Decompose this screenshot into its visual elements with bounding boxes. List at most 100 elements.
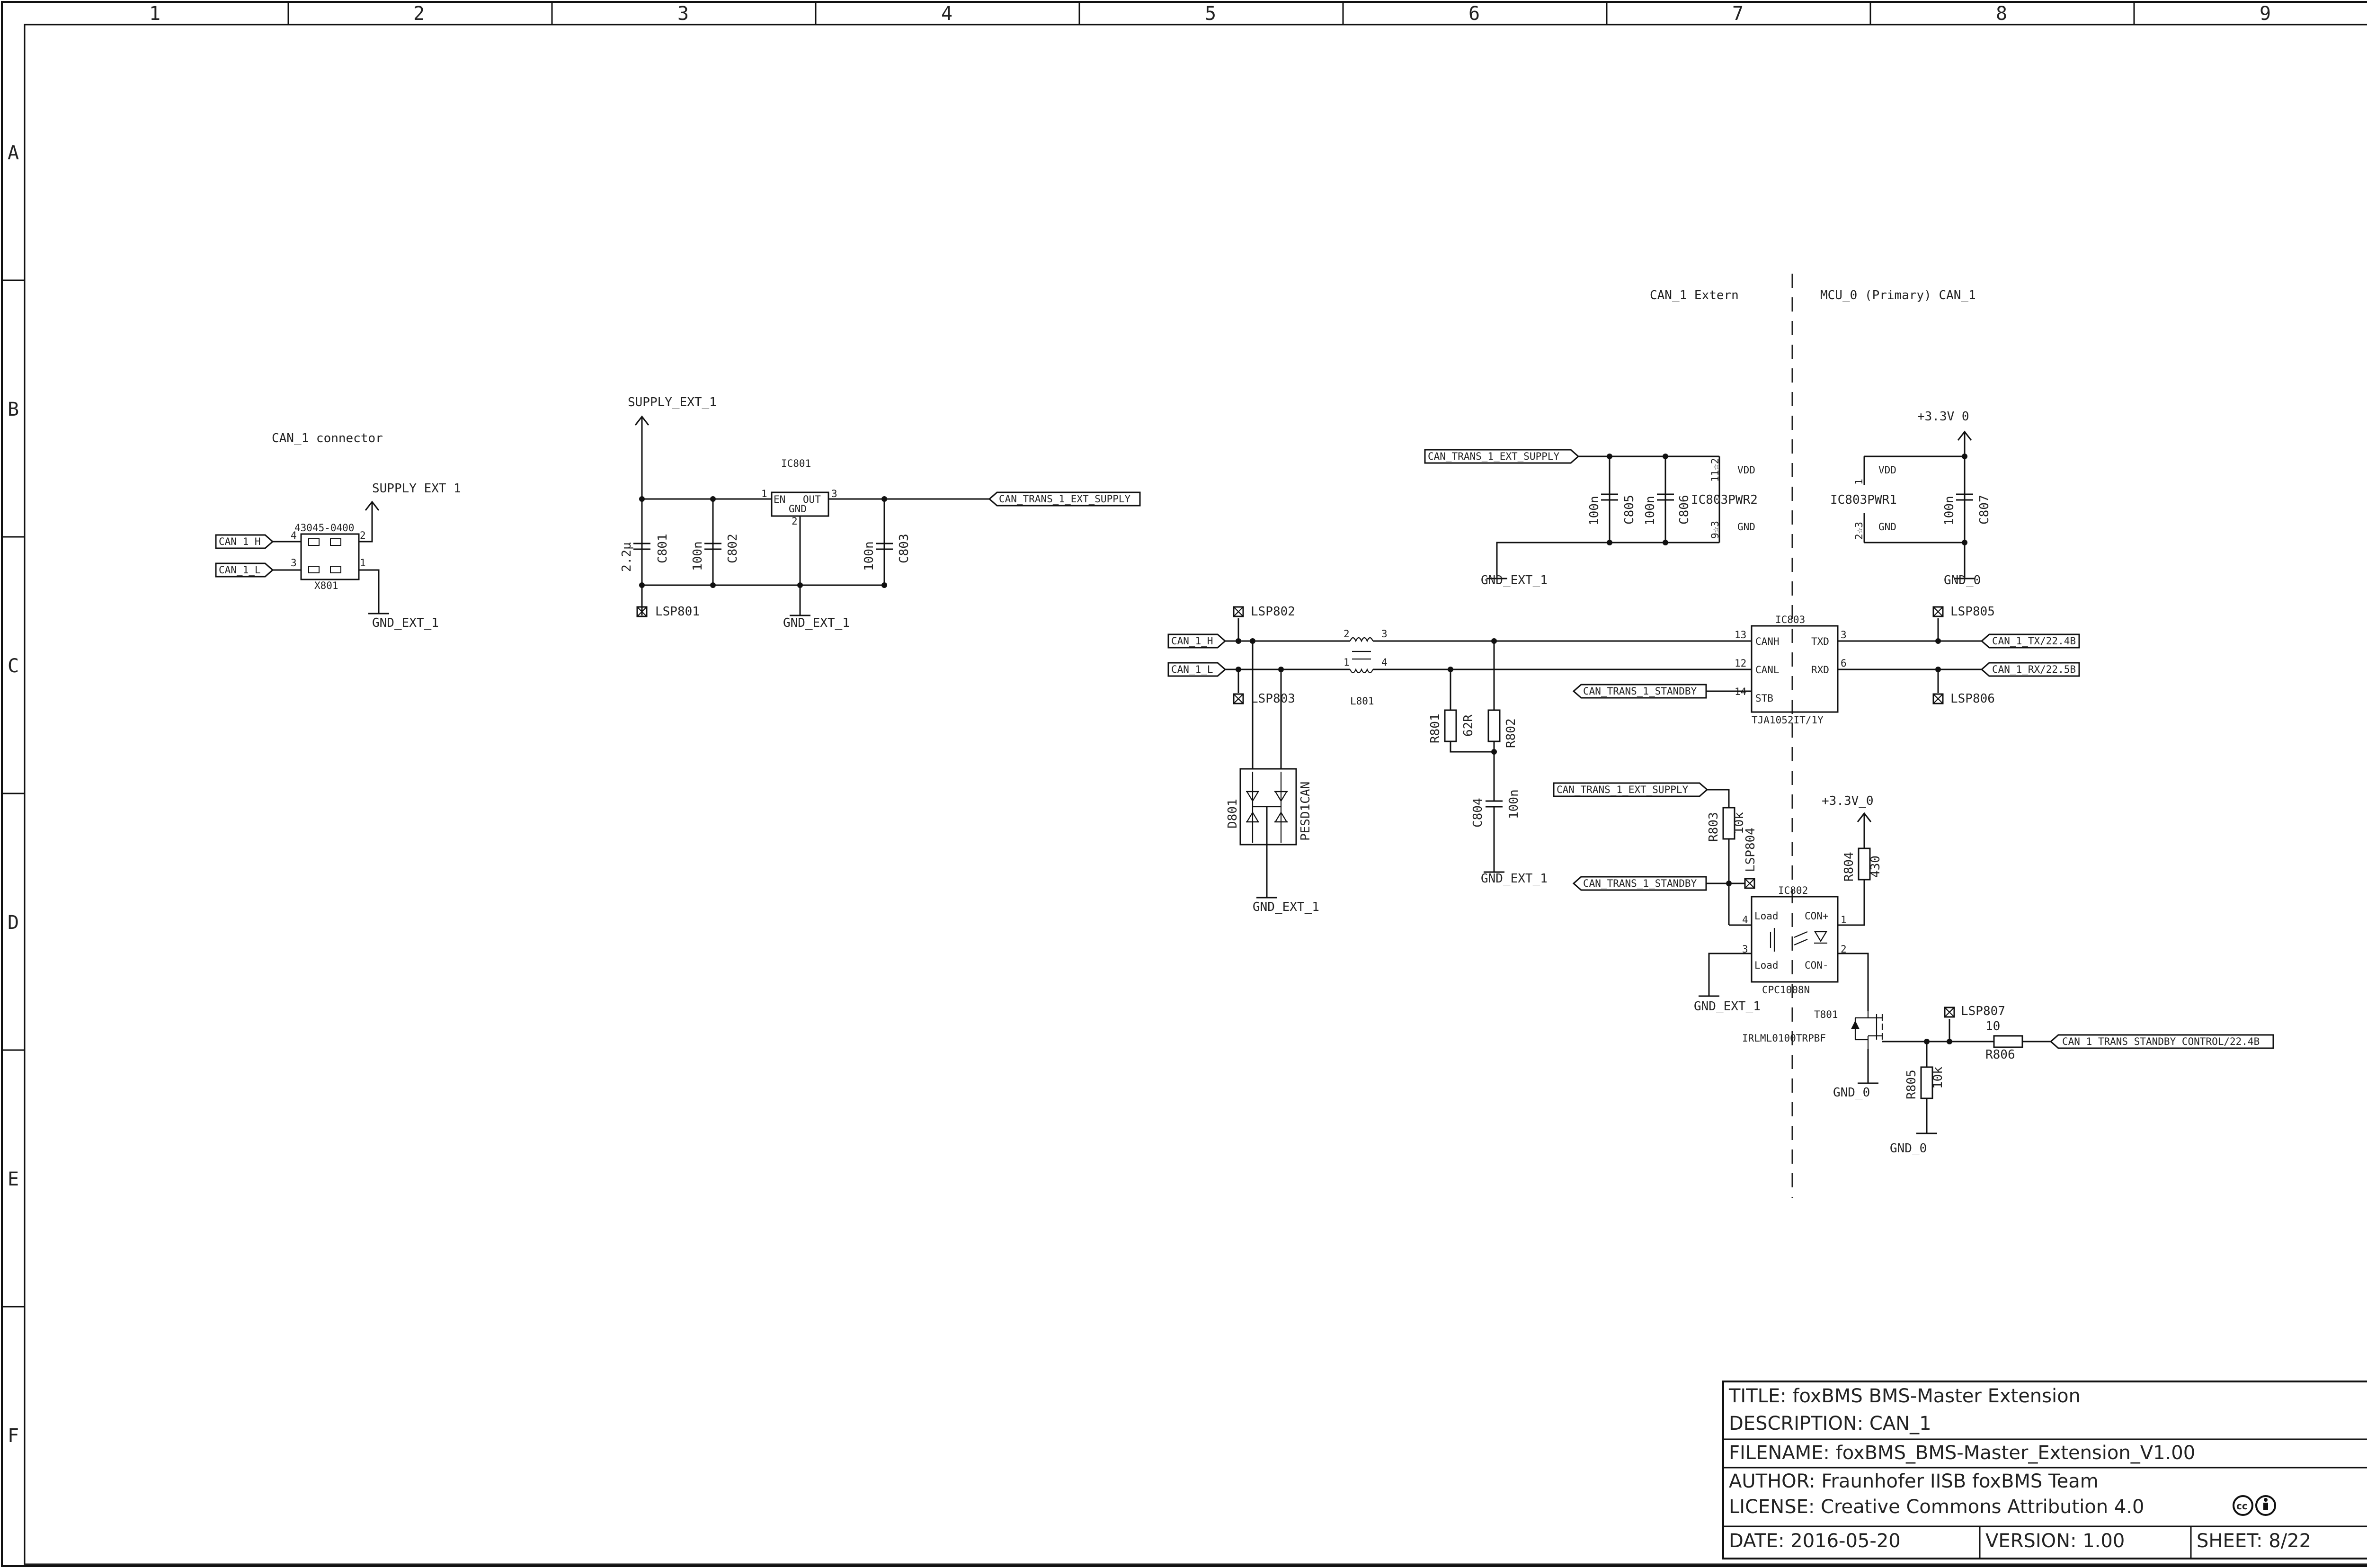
port-can-trans-ext-supply-standby: CAN_TRANS_1_EXT_SUPPLY bbox=[1557, 784, 1689, 795]
standby-rail-label: +3.3V_0 bbox=[1822, 794, 1874, 808]
c802-value: 100n bbox=[691, 541, 705, 571]
opto-load-1: Load bbox=[1754, 910, 1779, 922]
lsp804-label: LSP804 bbox=[1744, 828, 1758, 872]
connector-ref: X801 bbox=[314, 580, 338, 591]
opto-part: CPC1008N bbox=[1762, 984, 1810, 996]
choke-pin-2: 2 bbox=[1344, 628, 1350, 640]
c807-ref: C807 bbox=[1977, 495, 1992, 525]
c807-value: 100n bbox=[1942, 496, 1957, 526]
connector-pin-3: 3 bbox=[291, 557, 297, 569]
lsp807-label: LSP807 bbox=[1961, 1004, 2005, 1018]
regulator-pin-2: 2 bbox=[792, 516, 798, 527]
r805-value: 10k bbox=[1931, 1067, 1945, 1089]
choke-ref: L801 bbox=[1350, 695, 1374, 707]
version-text: VERSION: 1.00 bbox=[1985, 1530, 2125, 1552]
connector-gnd-label: GND_EXT_1 bbox=[372, 616, 439, 630]
domain-divider: CAN_1 Extern MCU_0 (Primary) CAN_1 bbox=[1650, 274, 1976, 1198]
lsp802-label: LSP802 bbox=[1251, 605, 1295, 619]
c806-ref: C806 bbox=[1677, 495, 1691, 525]
title-block: TITLE: foxBMS BMS-Master Extension DESCR… bbox=[1722, 1381, 2367, 1559]
port-can-1-h-bus: CAN_1_H bbox=[1171, 635, 1213, 647]
filename-text: FILENAME: foxBMS_BMS-Master_Extension_V1… bbox=[1729, 1442, 2195, 1464]
connector-pin-1: 1 bbox=[360, 557, 366, 569]
transceiver-pin-rxd: RXD bbox=[1811, 664, 1829, 676]
regulator-pin-en: EN bbox=[774, 494, 785, 505]
pwr1-vdd: VDD bbox=[1878, 464, 1896, 476]
pwr1-rail-label: +3.3V_0 bbox=[1917, 410, 1969, 424]
diode-gnd-label: GND_EXT_1 bbox=[1253, 900, 1319, 914]
opto-pin-3: 3 bbox=[1742, 944, 1748, 955]
pwr2-vdd: VDD bbox=[1737, 464, 1755, 476]
col-label-1: 1 bbox=[149, 3, 160, 25]
license-text: LICENSE: Creative Commons Attribution 4.… bbox=[1729, 1496, 2144, 1518]
transceiver-pin-6: 6 bbox=[1841, 658, 1847, 669]
transceiver-pwr2-block: CAN_TRANS_1_EXT_SUPPLY 100n C805 100n C8… bbox=[1424, 449, 1758, 588]
c804-gnd-label: GND_EXT_1 bbox=[1481, 872, 1548, 886]
c801-ref: C801 bbox=[656, 534, 670, 563]
row-label-d: D bbox=[8, 912, 19, 934]
c804-value: 100n bbox=[1507, 789, 1521, 819]
c805-ref: C805 bbox=[1622, 495, 1637, 525]
transceiver-pin-stb: STB bbox=[1755, 693, 1773, 704]
mcu-section-label: MCU_0 (Primary) CAN_1 bbox=[1820, 288, 1976, 303]
regulator-pin-1: 1 bbox=[761, 488, 767, 499]
extern-section-label: CAN_1 Extern bbox=[1650, 288, 1739, 303]
port-can-trans-standby-ic803: CAN_TRANS_1_STANDBY bbox=[1583, 686, 1697, 697]
r804-value: 430 bbox=[1869, 855, 1883, 878]
c805-value: 100n bbox=[1587, 496, 1602, 526]
r801-ref: R801 bbox=[1428, 713, 1442, 743]
pwr2-pin-gnd: 9☆3 bbox=[1709, 521, 1721, 539]
pwr1-gnd-pin: GND bbox=[1878, 521, 1896, 533]
pwr1-pin-gnd: 2☆3 bbox=[1853, 522, 1865, 540]
transceiver-pin-13: 13 bbox=[1735, 629, 1746, 641]
choke-pin-4: 4 bbox=[1381, 657, 1388, 668]
port-can-trans-standby-control: CAN_1_TRANS_STANDBY_CONTROL/22.4B bbox=[2062, 1036, 2260, 1047]
transceiver-pin-txd: TXD bbox=[1811, 636, 1829, 647]
lsp806-label: LSP806 bbox=[1950, 692, 1995, 706]
transceiver-pin-canl: CANL bbox=[1755, 664, 1780, 676]
row-label-b: B bbox=[8, 399, 19, 420]
port-can-1-l-bus: CAN_1_L bbox=[1171, 664, 1213, 675]
row-label-a: A bbox=[8, 142, 19, 164]
connector-pin-4: 4 bbox=[291, 530, 297, 541]
c804-ref: C804 bbox=[1471, 798, 1485, 828]
port-can-1-tx: CAN_1_TX/22.4B bbox=[1992, 635, 2076, 647]
opto-con-minus: CON- bbox=[1805, 960, 1829, 971]
c806-value: 100n bbox=[1643, 496, 1657, 526]
c801-value: 2.2µ bbox=[620, 542, 634, 572]
pwr1-pin-vdd: 1 bbox=[1853, 479, 1865, 485]
opto-load-2: Load bbox=[1754, 960, 1779, 971]
optocoupler-body bbox=[1751, 896, 1839, 983]
date-text: DATE: 2016-05-20 bbox=[1729, 1530, 1901, 1552]
col-label-4: 4 bbox=[941, 3, 952, 25]
r805-gnd-label: GND_0 bbox=[1890, 1141, 1927, 1156]
col-label-3: 3 bbox=[677, 3, 689, 25]
svg-text:cc: cc bbox=[2236, 1500, 2248, 1512]
fet-ref: T801 bbox=[1814, 1009, 1838, 1020]
col-label-2: 2 bbox=[413, 3, 425, 25]
diode-part: PESD1CAN bbox=[1299, 782, 1313, 841]
col-label-7: 7 bbox=[1732, 3, 1744, 25]
title-text: TITLE: foxBMS BMS-Master Extension bbox=[1728, 1385, 2081, 1407]
sheet-text: SHEET: 8/22 bbox=[2197, 1530, 2311, 1552]
r806-ref: R806 bbox=[1985, 1048, 2015, 1062]
diode-ref: D801 bbox=[1226, 799, 1240, 829]
transceiver-pin-3: 3 bbox=[1841, 629, 1847, 641]
connector-pin-2: 2 bbox=[360, 530, 366, 541]
fet-part: IRLML0100TRPBF bbox=[1742, 1033, 1826, 1044]
regulator-pin-gnd: GND bbox=[789, 503, 807, 515]
regulator-pin-3: 3 bbox=[831, 488, 837, 499]
pwr1-ref: IC803PWR1 bbox=[1830, 493, 1897, 507]
connector-part: 43045-0400 bbox=[294, 522, 354, 534]
r806-value: 10 bbox=[1985, 1019, 2000, 1033]
port-can-1-rx: CAN_1_RX/22.5B bbox=[1992, 664, 2076, 675]
description-text: DESCRIPTION: CAN_1 bbox=[1729, 1413, 1931, 1434]
c803-value: 100n bbox=[862, 541, 876, 571]
transceiver-ref: IC803 bbox=[1775, 614, 1805, 625]
can-bus-filter-block: CAN_1_H CAN_1_L 2 3 1 4 L801 LSP802 LSP8… bbox=[1167, 605, 1752, 914]
port-can-1-l-connector: CAN_1_L bbox=[219, 564, 261, 576]
lsp803-label: LSP803 bbox=[1251, 692, 1295, 706]
esd-diode-body bbox=[1239, 768, 1297, 846]
connector-supply-label: SUPPLY_EXT_1 bbox=[372, 481, 461, 496]
regulator-ref: IC801 bbox=[781, 458, 811, 469]
